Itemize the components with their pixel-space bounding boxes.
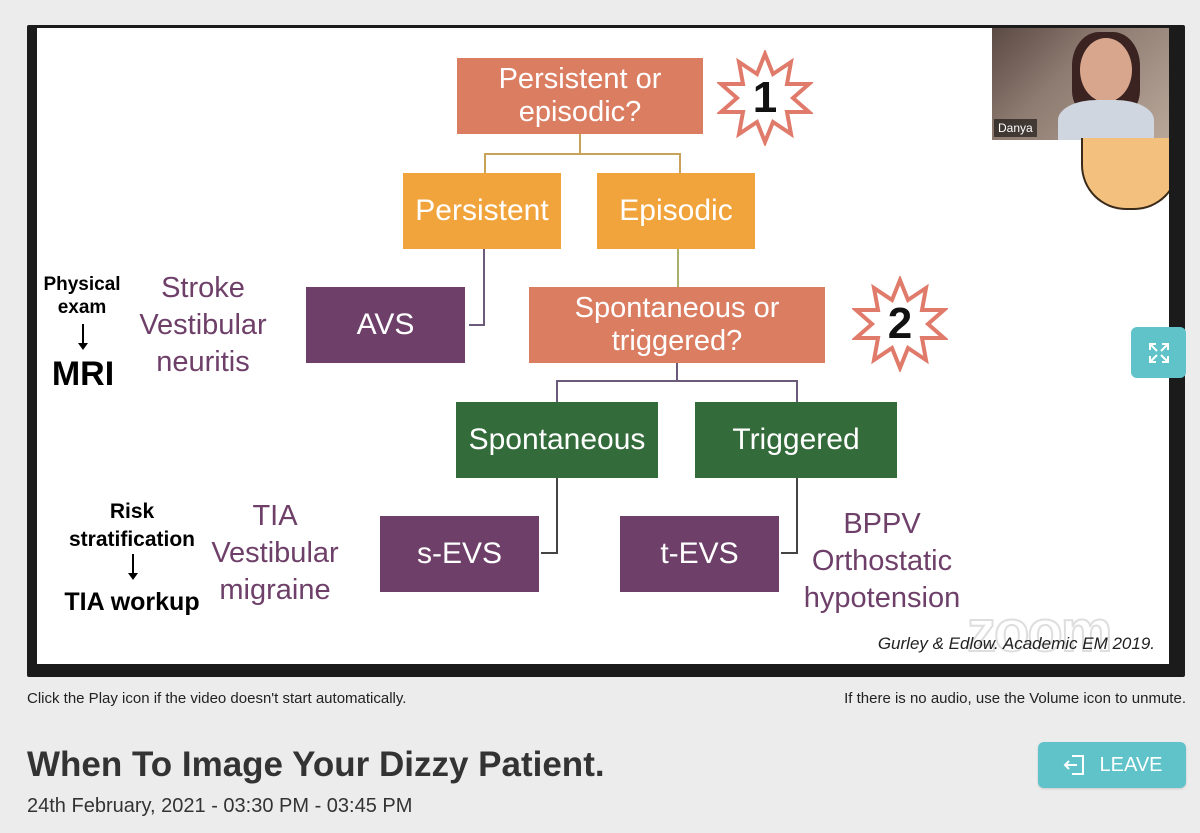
arrow-down-icon (78, 324, 88, 350)
node-episodic: Episodic (597, 173, 755, 249)
question-persistent-or-episodic: Persistent or episodic? (457, 58, 703, 134)
leave-label: LEAVE (1099, 753, 1163, 776)
exit-door-icon (1063, 755, 1084, 775)
citation: Gurley & Edlow. Academic EM 2019. (877, 634, 1155, 653)
session-datetime: 24th February, 2021 - 03:30 PM - 03:45 P… (27, 795, 413, 817)
expand-icon (1148, 342, 1169, 363)
arrow-down-icon (128, 554, 138, 580)
leave-button[interactable]: LEAVE (1038, 742, 1186, 788)
fullscreen-button[interactable] (1131, 327, 1186, 378)
label-risk-stratification: Risk stratification (68, 500, 196, 551)
node-spontaneous: Spontaneous (456, 402, 658, 478)
participant-video[interactable]: Danya (992, 28, 1169, 140)
label-tia-vestibular-migraine: TIA Vestibular migraine (211, 500, 339, 606)
node-t-evs: t-EVS (620, 516, 779, 592)
slide: Persistent or episodic? 1 Persistent Epi… (37, 28, 1169, 664)
node-triggered: Triggered (695, 402, 897, 478)
node-s-evs: s-EVS (380, 516, 539, 592)
badge-1-label: 1 (752, 73, 778, 122)
node-persistent: Persistent (403, 173, 561, 249)
badge-2-label: 2 (887, 299, 913, 348)
video-player[interactable]: Persistent or episodic? 1 Persistent Epi… (27, 25, 1185, 677)
label-mri: MRI (51, 355, 115, 393)
zoom-watermark: zoom (966, 598, 1113, 664)
badge-1-burst-icon (717, 50, 813, 146)
label-tia-workup: TIA workup (64, 588, 200, 616)
badge-2-burst-icon (852, 276, 948, 372)
session-title: When To Image Your Dizzy Patient. (27, 745, 605, 784)
cartoon-illustration (1081, 138, 1169, 210)
label-physical-exam: Physical exam (43, 274, 121, 318)
node-avs: AVS (306, 287, 465, 363)
label-stroke-vestibular-neuritis: Stroke Vestibular neuritis (139, 272, 267, 378)
audio-hint: If there is no audio, use the Volume ico… (844, 690, 1186, 707)
play-hint: Click the Play icon if the video doesn't… (27, 690, 407, 707)
label-bppv-orthostatic-hypotension: BPPV Orthostatic hypotension (803, 508, 961, 614)
participant-name: Danya (994, 119, 1037, 137)
question-spontaneous-or-triggered: Spontaneous or triggered? (529, 287, 825, 363)
